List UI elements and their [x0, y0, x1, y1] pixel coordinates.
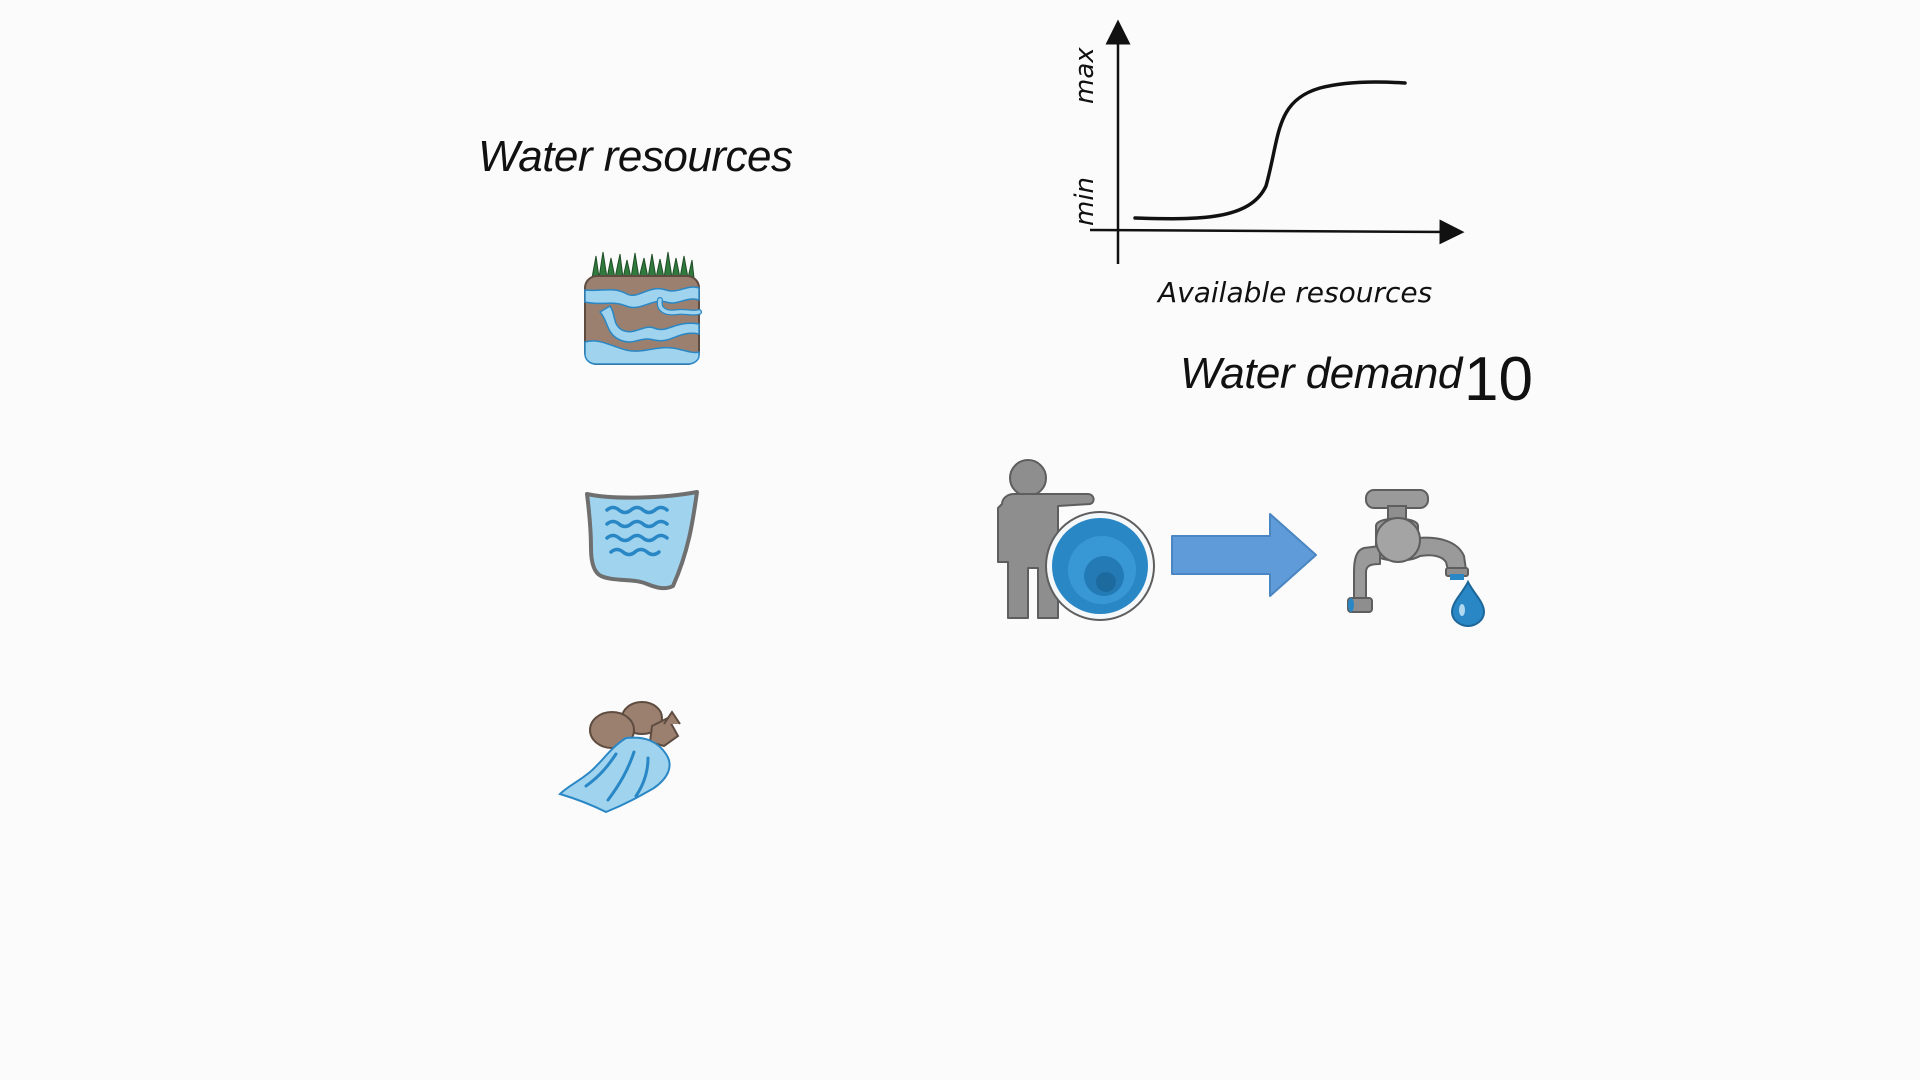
- person-with-water-icon: [997, 459, 1155, 621]
- sigmoid-curve: [1133, 80, 1407, 221]
- arrow-right-icon: [1171, 513, 1317, 597]
- water-demand-value: 10: [1464, 345, 1533, 414]
- response-curve-chart: [1089, 19, 1465, 264]
- water-tap-icon: [1347, 489, 1486, 628]
- soil-groundwater-icon: [584, 251, 702, 365]
- lake-reservoir-icon: [585, 490, 699, 591]
- river-stream-icon: [558, 701, 681, 814]
- x-axis: [1089, 219, 1465, 245]
- water-resources-title: Water resources: [478, 132, 793, 181]
- water-demand-title: Water demand: [1180, 349, 1462, 398]
- x-axis-label: Available resources: [1158, 276, 1433, 309]
- y-axis-max-label: max: [1070, 47, 1100, 104]
- y-axis-min-label: min: [1070, 176, 1100, 226]
